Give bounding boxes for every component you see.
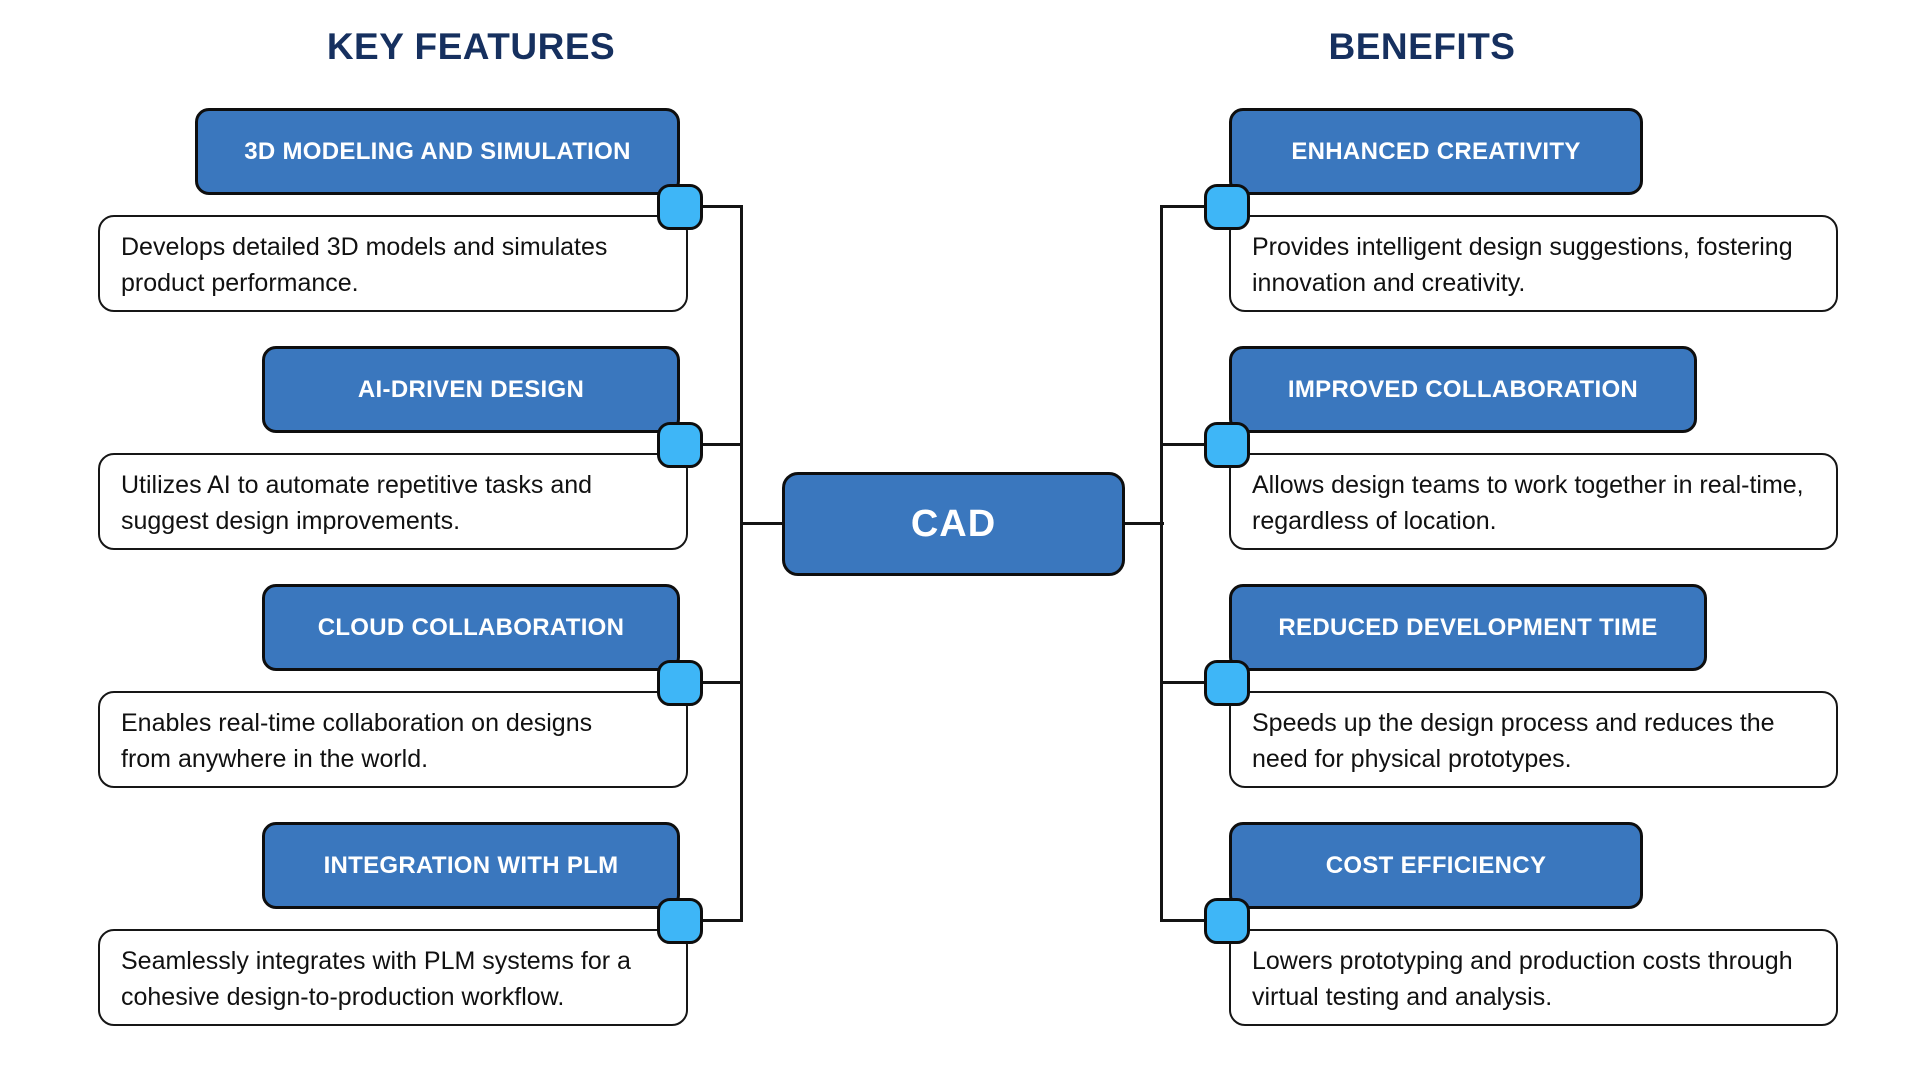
benefit-description-box: Provides intelligent design suggestions,… bbox=[1229, 215, 1838, 312]
description-line: Allows design teams to work together in … bbox=[1252, 471, 1804, 499]
feature-connector-line bbox=[701, 205, 742, 208]
benefit-connector-square bbox=[1204, 422, 1250, 468]
benefit-title-box: IMPROVED COLLABORATION bbox=[1229, 346, 1697, 433]
benefit-connector-line bbox=[1161, 919, 1206, 922]
description-line: Enables real-time collaboration on desig… bbox=[121, 709, 593, 737]
description-line: cohesive design-to-production workflow. bbox=[121, 983, 565, 1011]
description-line: Seamlessly integrates with PLM systems f… bbox=[121, 947, 631, 975]
benefit-connector-line bbox=[1161, 681, 1206, 684]
benefit-title-box: ENHANCED CREATIVITY bbox=[1229, 108, 1643, 195]
description-line: from anywhere in the world. bbox=[121, 745, 429, 773]
feature-connector-square bbox=[657, 422, 703, 468]
feature-description-box: Enables real-time collaboration on desig… bbox=[98, 691, 688, 788]
feature-title-box: AI-DRIVEN DESIGN bbox=[262, 346, 680, 433]
feature-title-box: 3D MODELING AND SIMULATION bbox=[195, 108, 680, 195]
feature-connector-square bbox=[657, 660, 703, 706]
cad-node: CAD bbox=[782, 472, 1125, 576]
cad-left-connector-line bbox=[741, 522, 786, 525]
feature-connector-line bbox=[701, 443, 742, 446]
feature-connector-square bbox=[657, 184, 703, 230]
feature-connector-line bbox=[701, 681, 742, 684]
description-line: product performance. bbox=[121, 269, 359, 297]
left-spine-line bbox=[740, 205, 743, 922]
description-line: need for physical prototypes. bbox=[1252, 745, 1572, 773]
description-line: Develops detailed 3D models and simulate… bbox=[121, 233, 608, 261]
description-line: Provides intelligent design suggestions,… bbox=[1252, 233, 1793, 261]
right-spine-line bbox=[1160, 205, 1163, 922]
feature-title-box: CLOUD COLLABORATION bbox=[262, 584, 680, 671]
benefit-description-box: Allows design teams to work together in … bbox=[1229, 453, 1838, 550]
feature-description-box: Develops detailed 3D models and simulate… bbox=[98, 215, 688, 312]
description-line: innovation and creativity. bbox=[1252, 269, 1526, 297]
description-line: Lowers prototyping and production costs … bbox=[1252, 947, 1793, 975]
feature-connector-square bbox=[657, 898, 703, 944]
description-line: Speeds up the design process and reduces… bbox=[1252, 709, 1775, 737]
benefit-connector-square bbox=[1204, 660, 1250, 706]
benefit-title-box: COST EFFICIENCY bbox=[1229, 822, 1643, 909]
benefit-description-box: Speeds up the design process and reduces… bbox=[1229, 691, 1838, 788]
cad-right-connector-line bbox=[1122, 522, 1164, 525]
benefit-description-box: Lowers prototyping and production costs … bbox=[1229, 929, 1838, 1026]
feature-title-box: INTEGRATION WITH PLM bbox=[262, 822, 680, 909]
description-line: Utilizes AI to automate repetitive tasks… bbox=[121, 471, 593, 499]
description-line: regardless of location. bbox=[1252, 507, 1497, 535]
description-line: virtual testing and analysis. bbox=[1252, 983, 1553, 1011]
benefit-connector-line bbox=[1161, 443, 1206, 446]
description-line: suggest design improvements. bbox=[121, 507, 461, 535]
benefits-heading: BENEFITS bbox=[1328, 26, 1516, 67]
benefit-connector-line bbox=[1161, 205, 1206, 208]
benefit-connector-square bbox=[1204, 898, 1250, 944]
benefit-connector-square bbox=[1204, 184, 1250, 230]
feature-connector-line bbox=[701, 919, 742, 922]
feature-description-box: Seamlessly integrates with PLM systems f… bbox=[98, 929, 688, 1026]
feature-description-box: Utilizes AI to automate repetitive tasks… bbox=[98, 453, 688, 550]
key-features-heading: KEY FEATURES bbox=[326, 26, 616, 67]
benefit-title-box: REDUCED DEVELOPMENT TIME bbox=[1229, 584, 1707, 671]
